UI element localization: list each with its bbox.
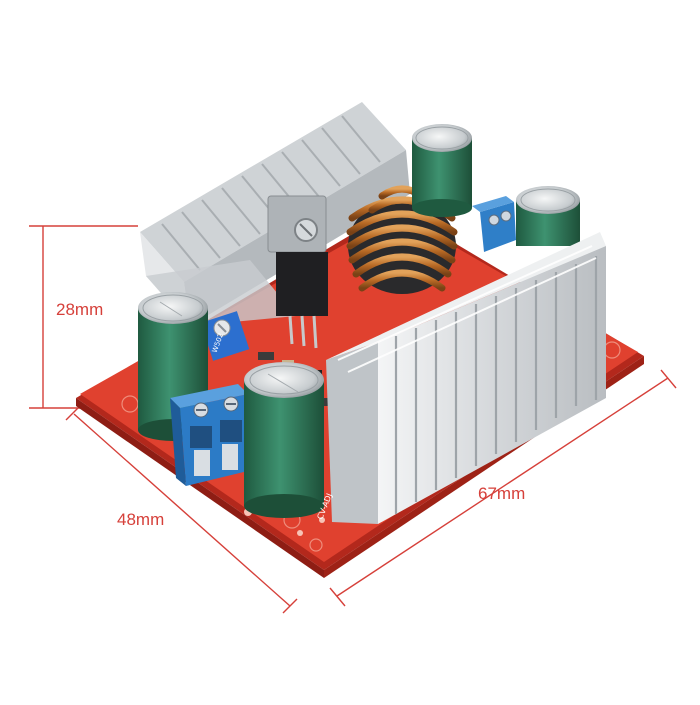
dimension-lines <box>29 225 677 614</box>
trimpot: W502 <box>200 311 250 361</box>
width-dimension-label: 48mm <box>117 510 165 529</box>
capacitor-back-right <box>516 186 580 246</box>
length-dimension-label: 67mm <box>478 484 526 503</box>
output-terminal-block <box>472 196 516 252</box>
height-dimension-label: 28mm <box>56 300 104 319</box>
capacitor-back-left <box>412 124 472 217</box>
mosfet <box>267 195 328 349</box>
input-terminal-block <box>170 384 252 486</box>
length-dimension-line <box>336 377 669 597</box>
capacitor-front-center <box>244 362 324 518</box>
inductor-coil <box>346 185 458 294</box>
width-dimension-line <box>73 413 291 607</box>
